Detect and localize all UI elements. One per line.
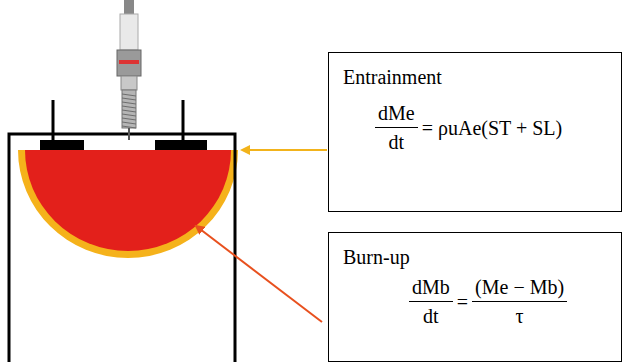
box-heading: Entrainment <box>343 65 607 89</box>
fraction: dMbdt <box>409 275 453 328</box>
equation: dMbdt=(Me − Mb)τ <box>405 275 607 328</box>
fraction: (Me − Mb)τ <box>472 275 567 328</box>
equals-sign: = <box>457 290 468 314</box>
denominator: dt <box>420 302 442 328</box>
intake-valve <box>40 140 84 150</box>
valve-stem <box>52 100 55 140</box>
burn-up-box: Burn-updMbdt=(Me − Mb)τ <box>328 232 622 362</box>
exhaust-valve <box>155 140 207 150</box>
valve-stem <box>182 100 185 140</box>
equation: dMedt= ρuAe(ST + SL) <box>371 101 607 154</box>
numerator: dMe <box>375 101 418 128</box>
leader-arrow <box>196 226 322 322</box>
entrainment-box: EntrainmentdMedt= ρuAe(ST + SL) <box>328 52 622 212</box>
denominator: τ <box>513 302 527 328</box>
equation-rhs: = ρuAe(ST + SL) <box>422 116 563 140</box>
numerator: dMb <box>409 275 453 302</box>
flame-front <box>18 150 238 258</box>
fraction: dMedt <box>375 101 418 154</box>
leader-arrow <box>242 149 327 151</box>
numerator: (Me − Mb) <box>472 275 567 302</box>
denominator: dt <box>386 128 408 154</box>
box-heading: Burn-up <box>343 245 607 269</box>
spark-plug <box>117 0 141 140</box>
burned-zone <box>25 150 231 251</box>
cylinder-wall <box>9 134 235 362</box>
